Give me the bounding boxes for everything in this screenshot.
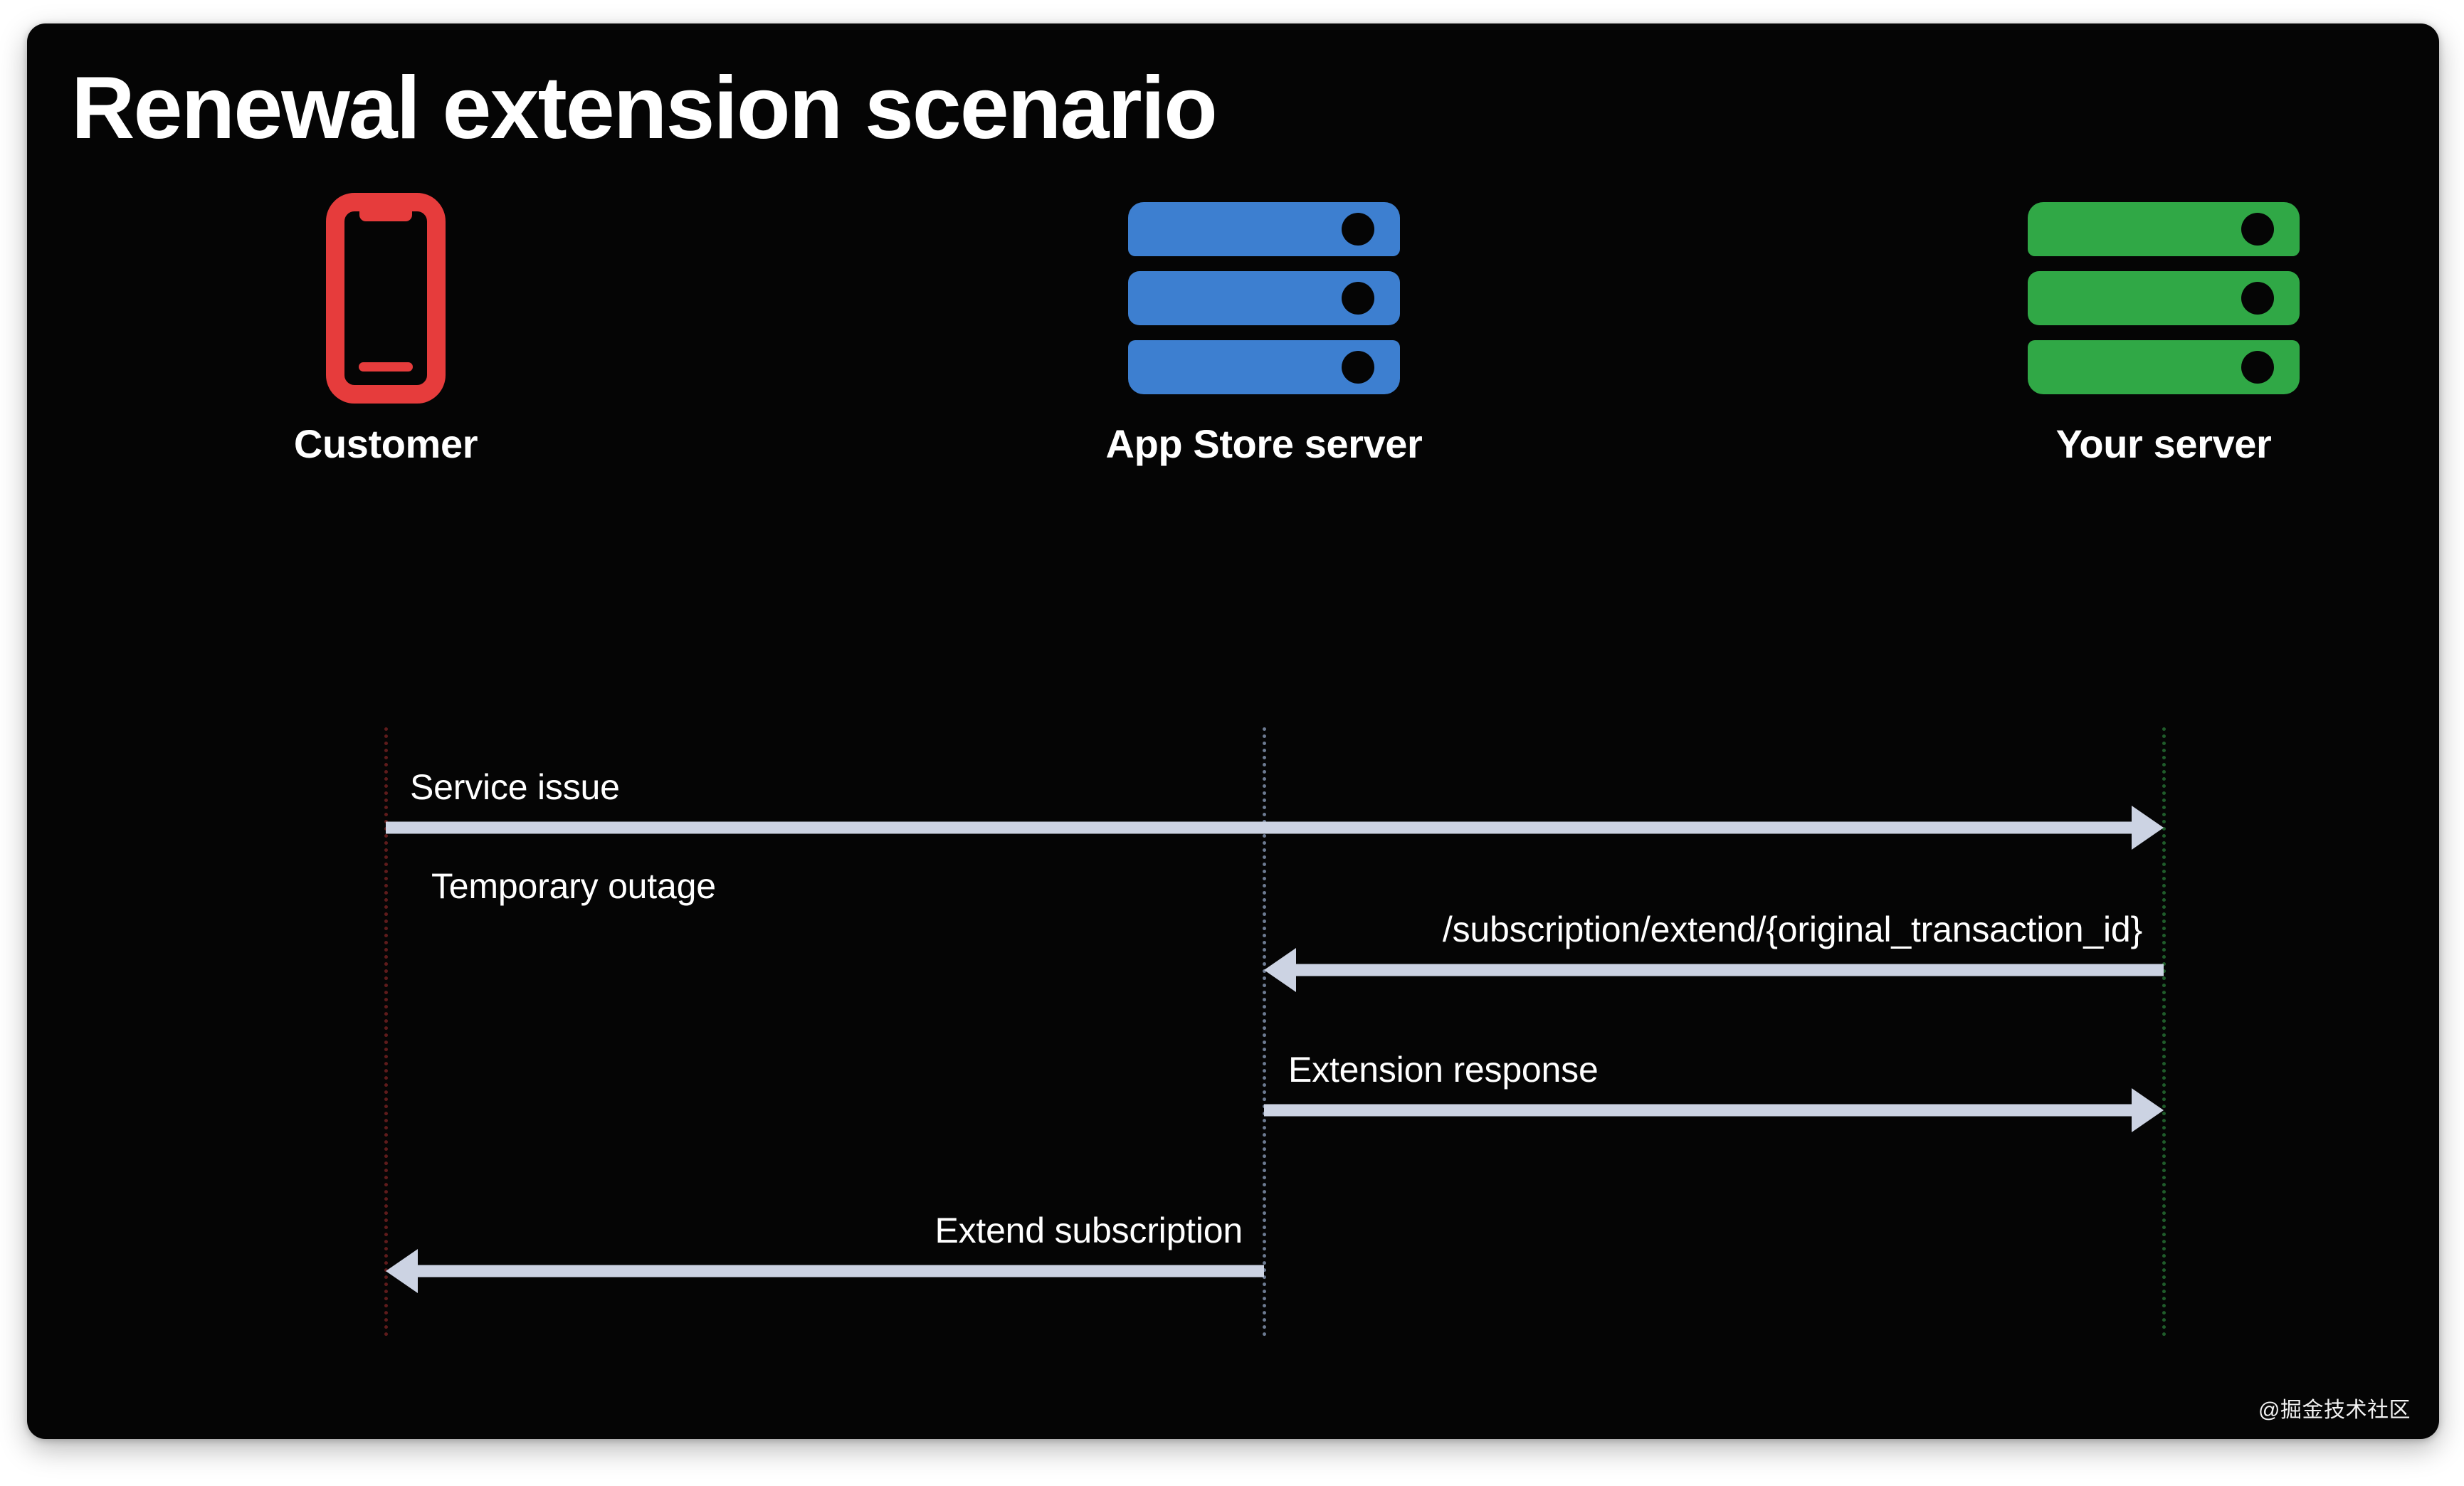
- actor-your-server: Your server: [1893, 191, 2434, 467]
- message-label: /subscription/extend/{original_transacti…: [1442, 910, 2142, 949]
- actor-label-app-store-server: App Store server: [1105, 421, 1423, 466]
- server-bay: [1128, 271, 1400, 325]
- server-led-icon: [2241, 282, 2274, 315]
- arrowhead-icon: [1264, 948, 1296, 992]
- message-line: [386, 821, 2135, 834]
- message-subscription-extend: /subscription/extend/{original_transacti…: [1264, 910, 2164, 992]
- server-bay: [2028, 202, 2300, 256]
- page-title: Renewal extension scenario: [71, 59, 1218, 157]
- slide-panel: Renewal extension scenario Customer: [27, 23, 2439, 1439]
- message-extend-subscription: Extend subscription: [386, 1211, 1264, 1293]
- server-rack-icon: [994, 191, 1534, 405]
- lifeline-customer: [384, 727, 388, 1337]
- message-label: Extension response: [1288, 1050, 1599, 1090]
- watermark: @掘金技术社区: [2258, 1398, 2411, 1422]
- server-bay: [1128, 202, 1400, 256]
- server-bay: [2028, 340, 2300, 394]
- message-service-issue: Service issue: [386, 767, 2164, 850]
- server-led-icon: [1342, 351, 1374, 384]
- message-line: [1292, 964, 2164, 976]
- actor-customer: Customer: [115, 191, 656, 467]
- sequence-diagram: Customer App Store server: [27, 23, 2439, 1439]
- server-led-icon: [2241, 351, 2274, 384]
- message-line: [1264, 1104, 2135, 1117]
- arrowhead-icon: [2132, 1088, 2164, 1132]
- message-extension-response: Extension response: [1264, 1050, 2164, 1132]
- server-rack-icon: [1893, 191, 2434, 405]
- actor-label-your-server: Your server: [2055, 421, 2272, 466]
- message-label: Service issue: [410, 767, 620, 807]
- actor-label-customer: Customer: [293, 421, 478, 466]
- message-line: [414, 1265, 1264, 1277]
- server-bay: [2028, 271, 2300, 325]
- server-bay: [1128, 340, 1400, 394]
- arrowhead-icon: [2132, 806, 2164, 850]
- lifeline-your-server: [2162, 727, 2166, 1337]
- arrowhead-icon: [386, 1249, 418, 1293]
- note-temporary-outage: Temporary outage: [431, 866, 716, 906]
- message-label: Extend subscription: [934, 1211, 1243, 1250]
- iphone-notch-icon: [359, 209, 412, 221]
- server-led-icon: [1342, 282, 1374, 315]
- iphone-icon: [115, 191, 656, 405]
- lifeline-app-store-server: [1263, 727, 1266, 1337]
- server-led-icon: [1342, 213, 1374, 246]
- actor-app-store-server: App Store server: [994, 191, 1534, 467]
- iphone-home-indicator-icon: [359, 362, 413, 372]
- server-led-icon: [2241, 213, 2274, 246]
